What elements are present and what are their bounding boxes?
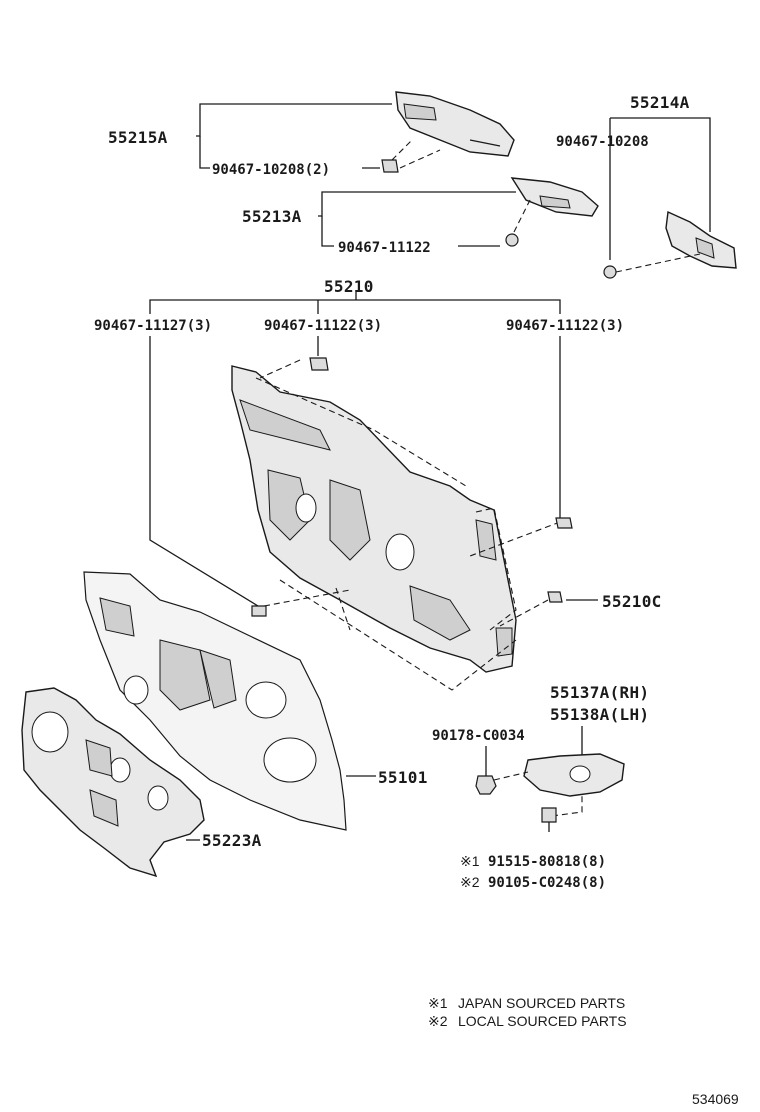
bolt-91515[interactable] bbox=[541, 807, 557, 823]
insulator-55223a-cutout-2 bbox=[89, 789, 119, 827]
group-55137a: 55137A(RH) 55138A(LH) 90178-C0034 ※1 915… bbox=[432, 683, 649, 891]
mark-1: ※1 bbox=[460, 853, 480, 869]
dash-90178 bbox=[493, 771, 529, 781]
label-90178-c0034[interactable]: 90178-C0034 bbox=[432, 728, 525, 744]
insulator-55223a-hole-2 bbox=[109, 757, 131, 783]
insulator-55223a-hole-1 bbox=[31, 711, 69, 753]
leader-55214a bbox=[610, 117, 711, 232]
group-55101: 55101 bbox=[83, 571, 428, 831]
dash-bolt bbox=[551, 796, 583, 817]
dash-55213a bbox=[513, 199, 531, 233]
panel-55210-hole-2 bbox=[295, 493, 317, 523]
clip-11122-b[interactable] bbox=[555, 517, 573, 529]
leader-55213a-bottom bbox=[321, 216, 334, 247]
panel-55210-cutout-3 bbox=[409, 585, 471, 641]
part-55213a-detail bbox=[539, 195, 571, 209]
panel-55210-tab-2 bbox=[495, 627, 513, 657]
panel-55101-hole-1 bbox=[245, 681, 287, 719]
clip-55210c[interactable] bbox=[547, 591, 563, 603]
part-55214a-detail bbox=[695, 237, 715, 259]
dash-55210-bottom bbox=[279, 579, 517, 691]
clip-11122-a[interactable] bbox=[309, 357, 329, 371]
label-90467-10208[interactable]: 90467-10208 bbox=[556, 134, 649, 150]
label-55215a[interactable]: 55215A bbox=[108, 128, 168, 147]
clip-55213a[interactable] bbox=[505, 233, 519, 247]
label-55101[interactable]: 55101 bbox=[378, 768, 428, 787]
label-55213a[interactable]: 55213A bbox=[242, 207, 302, 226]
label-90467-11127-3[interactable]: 90467-11127(3) bbox=[94, 318, 212, 334]
leader-55215a-top bbox=[196, 103, 392, 137]
clip-55214a[interactable] bbox=[603, 265, 617, 279]
part-55215a-line bbox=[469, 139, 501, 147]
label-55214a[interactable]: 55214A bbox=[630, 93, 690, 112]
panel-55101-bracket-2 bbox=[199, 649, 237, 709]
bracket-55137a-hole bbox=[569, 765, 591, 783]
dash-55214a bbox=[615, 253, 701, 273]
mark-2: ※2 bbox=[460, 874, 480, 890]
label-90467-11122[interactable]: 90467-11122 bbox=[338, 240, 431, 256]
panel-55210-tab bbox=[475, 519, 497, 561]
label-90467-11122-3-a[interactable]: 90467-11122(3) bbox=[264, 318, 382, 334]
panel-55101-bracket-1 bbox=[159, 639, 211, 711]
dash-55210-clip-a bbox=[259, 359, 301, 379]
leader-55213a-top bbox=[318, 191, 516, 217]
dash-55210-inner bbox=[335, 587, 351, 631]
label-55138a[interactable]: 55138A(LH) bbox=[550, 705, 649, 724]
panel-55101-hole-2 bbox=[263, 737, 317, 783]
part-55213a[interactable] bbox=[510, 177, 599, 217]
label-90105-c0248[interactable]: 90105-C0248(8) bbox=[488, 875, 606, 891]
nut-90178-c0034[interactable] bbox=[475, 775, 497, 795]
leader-11127 bbox=[149, 336, 259, 607]
clip-55215a[interactable] bbox=[381, 159, 399, 173]
dash-55210-top bbox=[255, 377, 467, 487]
panel-55210-rib bbox=[239, 399, 331, 451]
note-1-text: JAPAN SOURCED PARTS bbox=[458, 995, 625, 1011]
panel-55101-hole-3 bbox=[123, 675, 149, 705]
label-55210c[interactable]: 55210C bbox=[602, 592, 662, 611]
note-2-text: LOCAL SOURCED PARTS bbox=[458, 1013, 627, 1029]
group-55223a: 55223A bbox=[21, 687, 262, 878]
leader-55210-bar bbox=[149, 299, 561, 314]
label-55137a[interactable]: 55137A(RH) bbox=[550, 683, 649, 702]
diagram-id: 534069 bbox=[692, 1091, 739, 1107]
dash-55215a bbox=[391, 139, 441, 169]
leader-55215a-bottom bbox=[199, 136, 210, 169]
panel-55210-cutout-1 bbox=[267, 469, 311, 541]
dash-55210c bbox=[499, 599, 549, 627]
part-55215a-detail bbox=[403, 103, 437, 121]
group-55214a: 55214A 90467-10208 bbox=[556, 93, 737, 279]
label-55223a[interactable]: 55223A bbox=[202, 831, 262, 850]
insulator-55223a-cutout-1 bbox=[85, 739, 113, 777]
label-90467-11122-3-b[interactable]: 90467-11122(3) bbox=[506, 318, 624, 334]
panel-55210-cutout-2 bbox=[329, 479, 371, 561]
part-55215a-pad[interactable] bbox=[395, 91, 515, 157]
insulator-55223a-hole-3 bbox=[147, 785, 169, 811]
label-90467-10208-2[interactable]: 90467-10208(2) bbox=[212, 162, 330, 178]
note-1-mark: ※1 bbox=[428, 995, 448, 1011]
dash-55210-clip-c bbox=[263, 589, 351, 607]
note-2-mark: ※2 bbox=[428, 1013, 448, 1029]
clip-11127[interactable] bbox=[251, 605, 267, 617]
group-55210c: 55210C bbox=[547, 591, 662, 611]
group-55213a: 55213A 90467-11122 bbox=[242, 177, 599, 256]
panel-55210-hole-1 bbox=[385, 533, 415, 571]
group-55215a: 55215A 90467-10208(2) bbox=[108, 91, 515, 178]
group-55210: 55210 90467-11127(3) 90467-11122(3) 9046… bbox=[94, 277, 624, 691]
panel-55101-bracket-3 bbox=[99, 597, 135, 637]
label-55210[interactable]: 55210 bbox=[324, 277, 374, 296]
label-91515-80818[interactable]: 91515-80818(8) bbox=[488, 854, 606, 870]
dash-55210-clip-b bbox=[469, 521, 561, 557]
dash-55210-right bbox=[475, 507, 517, 631]
notes: ※1 JAPAN SOURCED PARTS ※2 LOCAL SOURCED … bbox=[428, 995, 627, 1029]
